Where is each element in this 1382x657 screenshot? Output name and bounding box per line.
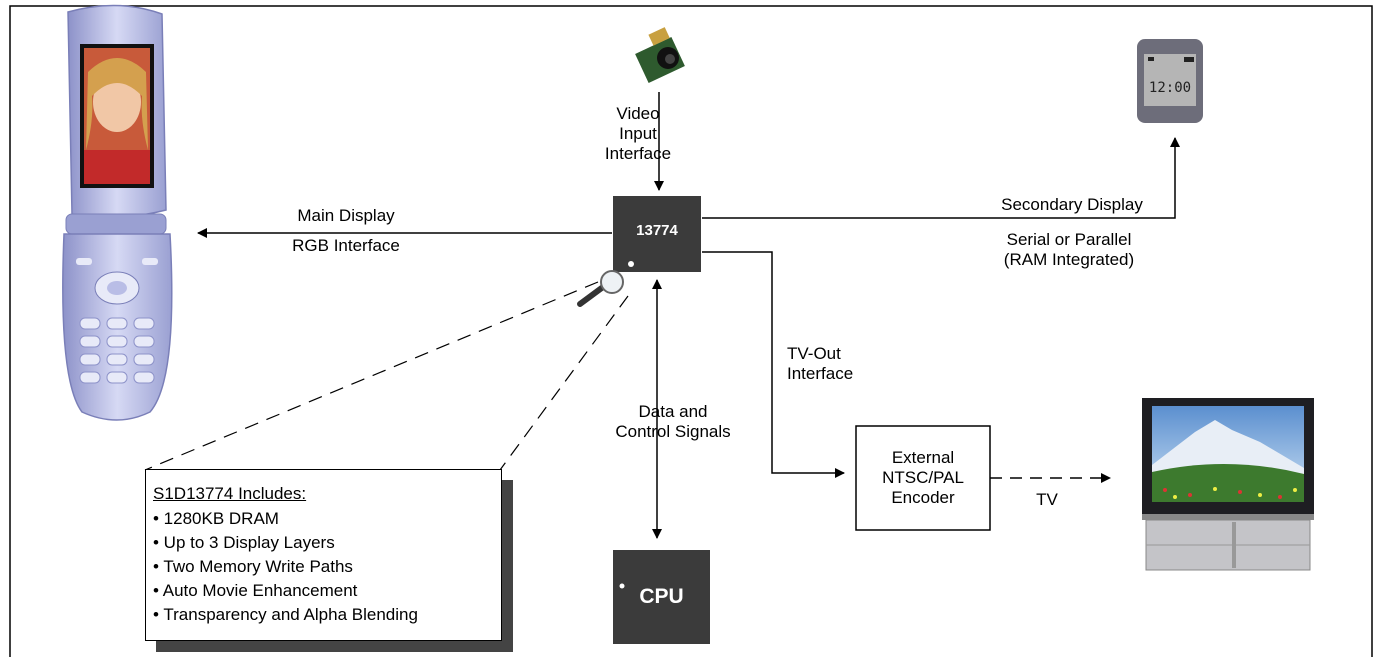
zoom-line-right bbox=[499, 295, 629, 471]
features-list-title: S1D13774 Includes: bbox=[153, 484, 307, 503]
list-item: • Two Memory Write Paths bbox=[153, 557, 353, 576]
video-input-label: Video Input Interface bbox=[593, 104, 683, 164]
cpu-pin1-dot bbox=[619, 583, 625, 589]
cpu-label: CPU bbox=[639, 585, 684, 608]
tv-out-line2: Interface bbox=[787, 364, 854, 383]
secondary-display-interface-label: Serial or Parallel (RAM Integrated) bbox=[981, 230, 1157, 270]
chip-pin1-dot bbox=[628, 261, 634, 267]
tv-label: TV bbox=[1036, 490, 1058, 509]
tv-out-line1: TV-Out bbox=[787, 344, 841, 363]
cpu-block bbox=[613, 550, 710, 644]
zoom-line-left bbox=[144, 281, 599, 471]
main-display-line1: Main Display bbox=[297, 206, 395, 225]
secondary-display-line1: Secondary Display bbox=[1001, 195, 1143, 214]
main-display-label: Main Display RGB Interface bbox=[256, 206, 436, 256]
secondary-display-line2: Serial or Parallel bbox=[1006, 230, 1132, 249]
encoder-label: External NTSC/PAL Encoder bbox=[856, 448, 990, 508]
encoder-box bbox=[855, 425, 991, 531]
watch-time: 12:00 bbox=[1148, 80, 1192, 96]
main-display-line2: RGB Interface bbox=[292, 236, 400, 255]
camera-icon bbox=[635, 27, 685, 83]
tv-icon bbox=[1142, 398, 1314, 571]
list-item: • Up to 3 Display Layers bbox=[153, 533, 335, 552]
encoder-line3: Encoder bbox=[891, 488, 955, 507]
secondary-display-label: Secondary Display bbox=[981, 195, 1163, 215]
secondary-display-line3: (RAM Integrated) bbox=[1003, 250, 1135, 269]
phone-icon bbox=[62, 4, 173, 421]
secondary-display-path bbox=[702, 137, 1180, 219]
video-input-line2: Input bbox=[619, 124, 657, 143]
tv-out-path bbox=[702, 251, 845, 478]
list-item: • Transparency and Alpha Blending bbox=[153, 605, 418, 624]
features-list-box: S1D13774 Includes: • 1280KB DRAM • Up to… bbox=[145, 469, 502, 641]
list-item: • 1280KB DRAM bbox=[153, 509, 279, 528]
secondary-display-icon bbox=[1137, 39, 1203, 123]
video-input-line3: Interface bbox=[604, 144, 672, 163]
chip-13774 bbox=[613, 196, 701, 272]
encoder-line2: NTSC/PAL bbox=[882, 468, 964, 487]
data-control-label: Data and Control Signals bbox=[598, 402, 748, 442]
data-control-line1: Data and bbox=[638, 402, 708, 421]
list-item: • Auto Movie Enhancement bbox=[153, 581, 358, 600]
diagram-frame bbox=[9, 5, 1373, 657]
tv-out-label: TV-Out Interface bbox=[787, 344, 853, 384]
chip-label: 13774 bbox=[636, 222, 678, 239]
video-input-line1: Video bbox=[616, 104, 660, 123]
data-control-line2: Control Signals bbox=[615, 422, 731, 441]
magnifier-icon bbox=[577, 270, 624, 307]
encoder-line1: External bbox=[891, 448, 955, 467]
